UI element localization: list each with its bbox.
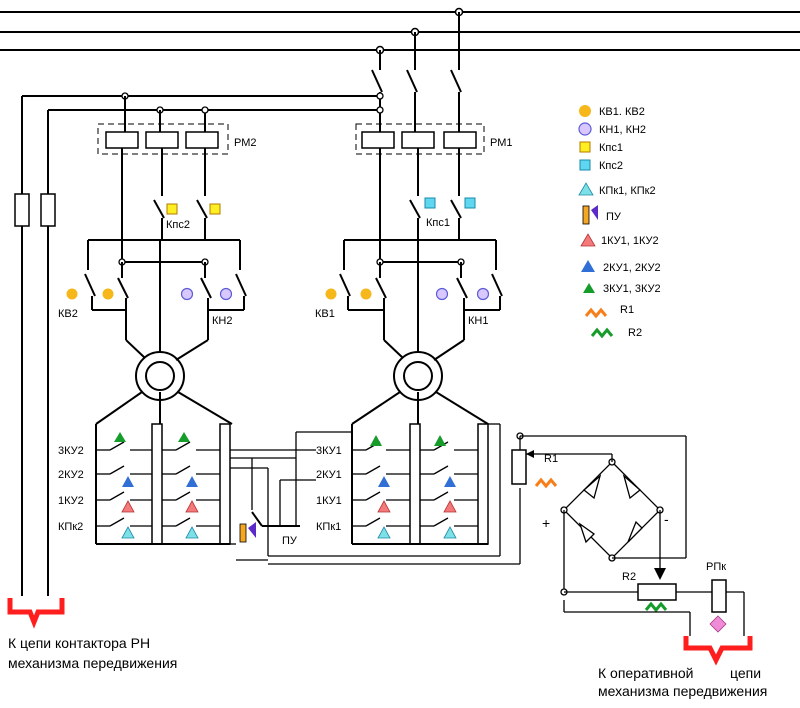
right-caption-line2: механизма передвижения xyxy=(598,683,767,699)
square-cyan-icon xyxy=(579,159,591,171)
kps2-label: Кпс2 xyxy=(166,219,190,231)
legend-item-kps2: Кпс2 xyxy=(579,159,623,172)
triangle-blue-icon xyxy=(581,260,595,272)
legend-item-r2: R2 xyxy=(590,327,642,339)
right-controller-block: 3КУ1 2КУ1 1КУ1 КПк1 xyxy=(316,392,489,545)
ku1-1-label: 1КУ1 xyxy=(316,495,342,507)
right-caption-line1b: цепи xyxy=(730,665,761,681)
bus-lines xyxy=(0,7,800,132)
legend-item-kps1: Кпс1 xyxy=(579,141,623,154)
triangle-red-icon xyxy=(580,233,596,247)
svg-text:КН1, КН2: КН1, КН2 xyxy=(599,124,646,136)
svg-text:1КУ1, 1КУ2: 1КУ1, 1КУ2 xyxy=(601,235,659,247)
interconnect-wiring: ПУ xyxy=(230,423,521,565)
ku3-2-label: 3КУ2 xyxy=(58,445,84,457)
triangle-cyan-icon xyxy=(578,182,594,196)
pu-symbol-icon xyxy=(582,205,598,225)
square-yellow-icon xyxy=(579,141,591,153)
legend-item-kn: КН1, КН2 xyxy=(578,122,646,136)
legend-item-ku3: 3КУ1, 3КУ2 xyxy=(583,283,661,295)
ku2-1-label: 2КУ1 xyxy=(316,469,342,481)
legend-item-kv: КВ1. КВ2 xyxy=(579,105,645,118)
kn2-label: КН2 xyxy=(212,315,232,327)
ku2-2-label: 2КУ2 xyxy=(58,469,84,481)
r1-label: R1 xyxy=(544,453,558,465)
legend: КВ1. КВ2 КН1, КН2 Кпс1 Кпс2 КПк1, КПк2 П… xyxy=(578,105,661,339)
rpk-label: РПк xyxy=(706,561,726,573)
right-caption-line1a: К оперативной xyxy=(598,665,693,681)
pu-label: ПУ xyxy=(282,535,298,547)
r2-rpk-section: R2 РПк xyxy=(560,561,745,636)
kpk1-label: КПк1 xyxy=(316,521,341,533)
circle-lavender-icon xyxy=(578,122,592,136)
kpk2-label: КПк2 xyxy=(58,521,83,533)
rm1-block: РМ1 Кпс1 xyxy=(355,123,513,260)
legend-item-kpk: КПк1, КПк2 xyxy=(578,182,656,197)
kn1-label: КН1 xyxy=(468,315,488,327)
rm2-block: РМ2 Кпс2 xyxy=(97,123,257,260)
kv2-label: КВ2 xyxy=(58,308,78,320)
output-brackets xyxy=(7,598,753,666)
rm2-label: РМ2 xyxy=(234,137,257,149)
svg-text:КВ1. КВ2: КВ1. КВ2 xyxy=(599,106,645,118)
zigzag-orange-icon xyxy=(584,307,608,319)
svg-text:Кпс2: Кпс2 xyxy=(599,160,623,172)
captions: К цепи контактора РН механизма передвиже… xyxy=(8,635,767,699)
triangle-green-icon xyxy=(583,283,595,293)
kv1-label: КВ1 xyxy=(315,308,335,320)
left-controller-block: 3КУ2 2КУ2 1КУ2 КПк2 xyxy=(58,392,231,545)
rectifier-section: R1 + - xyxy=(511,432,687,592)
right-contactor-group: КВ1 КН1 xyxy=(315,239,503,425)
svg-text:3КУ1, 3КУ2: 3КУ1, 3КУ2 xyxy=(603,283,661,295)
svg-text:R2: R2 xyxy=(628,327,642,339)
ku3-1-label: 3КУ1 xyxy=(316,445,342,457)
legend-item-ku1: 1КУ1, 1КУ2 xyxy=(580,233,659,247)
legend-item-r1: R1 xyxy=(584,304,634,319)
plus-label: + xyxy=(542,515,550,531)
legend-item-pu: ПУ xyxy=(582,205,622,225)
left-caption-line1: К цепи контактора РН xyxy=(8,635,150,651)
rm1-label: РМ1 xyxy=(490,137,513,149)
svg-text:ПУ: ПУ xyxy=(606,211,622,223)
svg-text:2КУ1, 2КУ2: 2КУ1, 2КУ2 xyxy=(603,262,661,274)
left-caption-line2: механизма передвижения xyxy=(8,655,177,671)
legend-item-ku2: 2КУ1, 2КУ2 xyxy=(581,260,661,274)
minus-label: - xyxy=(664,511,669,527)
zigzag-green-icon xyxy=(590,327,614,339)
circle-orange-icon xyxy=(579,105,591,117)
svg-text:Кпс1: Кпс1 xyxy=(599,142,623,154)
svg-text:R1: R1 xyxy=(620,304,634,316)
ku1-2-label: 1КУ2 xyxy=(58,495,84,507)
left-feeders xyxy=(14,92,384,596)
svg-text:КПк1, КПк2: КПк1, КПк2 xyxy=(599,185,656,197)
r2-label: R2 xyxy=(622,571,636,583)
kps1-label: Кпс1 xyxy=(426,217,450,229)
left-contactor-group: КВ2 КН2 xyxy=(58,239,247,425)
